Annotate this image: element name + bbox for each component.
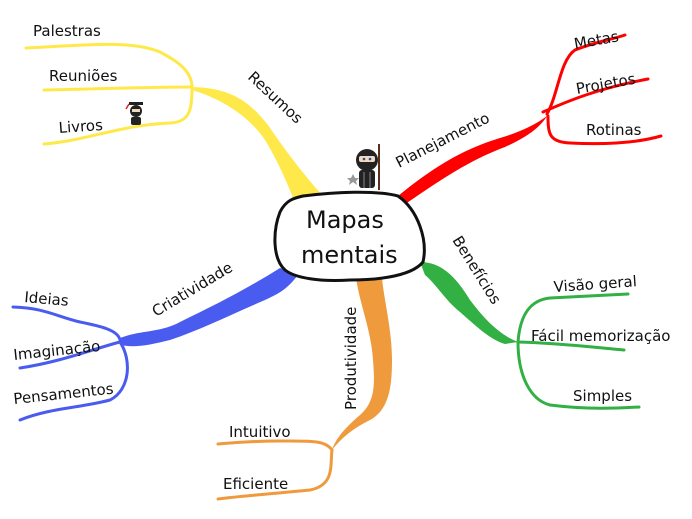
leaf-metas: Metas <box>573 27 621 53</box>
branch-planejamento-twig-rotinas <box>546 114 663 146</box>
branch-criatividade-twig-ideias <box>11 305 122 342</box>
branch-criatividade-twig-imaginacao <box>18 340 122 370</box>
leaf-rotinas: Rotinas <box>586 121 642 139</box>
center-node: Mapas mentais <box>273 190 426 282</box>
leaf-visao-geral: Visão geral <box>553 272 637 296</box>
branch-planejamento: Planejamento Metas Projetos Rotinas <box>393 27 663 205</box>
shuriken-icon <box>347 174 359 185</box>
branch-produtividade: Produtividade Intuitivo Eficiente <box>216 278 392 501</box>
leaf-eficiente: Eficiente <box>223 475 288 493</box>
branch-resumos: Resumos Palestras Reuniões Livros <box>24 22 322 210</box>
branch-planejamento-twig-projetos <box>541 77 650 114</box>
branch-resumos-twig-livros <box>42 85 194 146</box>
branch-produtividade-twig-eficiente <box>216 448 334 501</box>
branch-label-planejamento: Planejamento <box>393 109 493 172</box>
leaf-palestras: Palestras <box>33 22 101 40</box>
leaf-livros: Livros <box>58 116 104 137</box>
branch-beneficios: Benefícios Visão geral Fácil memorização… <box>420 233 670 410</box>
branch-criatividade-twig-pensamentos <box>18 340 129 422</box>
leaf-projetos: Projetos <box>575 70 637 98</box>
branch-resumos-twig-reunioes <box>42 85 194 92</box>
leaf-reunioes: Reuniões <box>49 67 118 85</box>
leaf-facil-memorizacao: Fácil memorização <box>531 327 670 345</box>
branch-planejamento-trunk <box>398 116 547 205</box>
branch-resumos-twig-palestras <box>24 42 194 89</box>
branch-beneficios-twig-simples <box>516 340 641 410</box>
branch-beneficios-twig-facil <box>516 340 626 352</box>
center-title-line1: Mapas <box>306 206 384 234</box>
branch-label-produtividade: Produtividade <box>342 307 360 410</box>
leaf-simples: Simples <box>573 387 632 405</box>
branch-produtividade-twig-intuitivo <box>216 439 334 452</box>
branch-produtividade-trunk <box>332 278 392 450</box>
center-title-line2: mentais <box>301 241 398 269</box>
ninja-icon <box>347 144 380 190</box>
leaf-ideias: Ideias <box>24 288 70 310</box>
branch-resumos-trunk <box>192 87 322 210</box>
branch-beneficios-twig-visao <box>516 292 630 344</box>
branch-criatividade: Criatividade Ideias Imaginação Pensament… <box>11 258 298 422</box>
branch-planejamento-twig-metas <box>545 33 627 116</box>
center-bubble <box>273 190 426 282</box>
branch-beneficios-trunk <box>420 262 518 344</box>
branch-criatividade-trunk <box>120 268 298 347</box>
leaf-intuitivo: Intuitivo <box>229 423 291 441</box>
ninja-graduate-icon <box>125 102 143 125</box>
